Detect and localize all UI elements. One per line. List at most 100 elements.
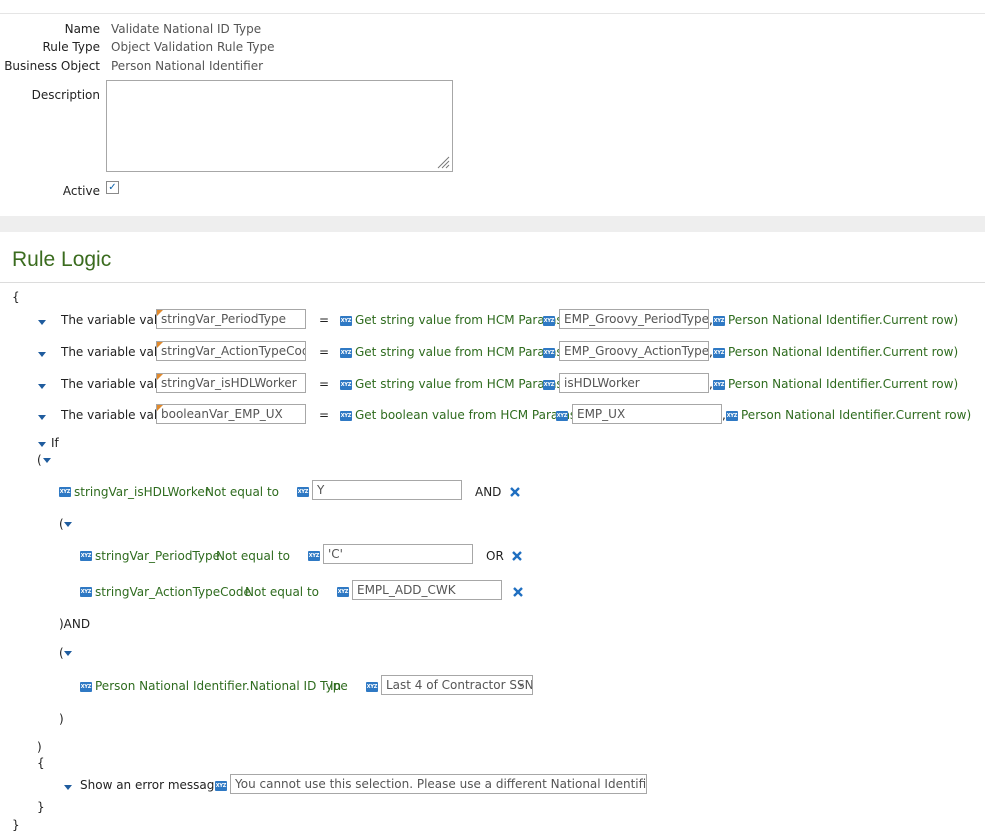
- condition-operator[interactable]: Not equal to: [216, 549, 290, 563]
- xyz-expression-icon[interactable]: XYZ: [337, 587, 349, 597]
- xyz-expression-icon[interactable]: XYZ: [543, 348, 555, 358]
- xyz-expression-icon[interactable]: XYZ: [713, 316, 725, 326]
- if-label: If: [51, 436, 59, 450]
- xyz-expression-icon[interactable]: XYZ: [215, 781, 227, 791]
- rule-logic-title: Rule Logic: [12, 248, 112, 271]
- function-text: Get boolean value from HCM Params(: [355, 408, 581, 422]
- chevron-down-icon[interactable]: [43, 458, 51, 463]
- xyz-expression-icon[interactable]: XYZ: [713, 348, 725, 358]
- chevron-down-icon[interactable]: [38, 384, 46, 389]
- assignment-label: The variable value: [61, 313, 173, 327]
- group-close-paren: ): [59, 712, 64, 726]
- xyz-expression-icon[interactable]: XYZ: [80, 682, 92, 692]
- group-close-and[interactable]: )AND: [59, 617, 91, 631]
- xyz-expression-icon[interactable]: XYZ: [543, 380, 555, 390]
- xyz-expression-icon[interactable]: XYZ: [556, 411, 568, 421]
- active-label: Active: [62, 184, 100, 198]
- delete-x-icon[interactable]: [512, 586, 524, 598]
- comma: ,: [709, 377, 713, 391]
- xyz-expression-icon[interactable]: XYZ: [713, 380, 725, 390]
- resize-grip-icon[interactable]: [436, 155, 450, 169]
- condition-value-input[interactable]: Y: [312, 480, 462, 500]
- group-open-paren: (: [59, 517, 64, 531]
- function-text: Get string value from HCM Params(: [355, 345, 568, 359]
- check-icon: ✓: [108, 182, 117, 193]
- param-input[interactable]: EMP_Groovy_PeriodType: [559, 309, 709, 329]
- chevron-down-icon[interactable]: [64, 651, 72, 656]
- rule-logic-divider: [0, 282, 985, 283]
- condition-field[interactable]: stringVar_ActionTypeCode: [95, 585, 251, 599]
- chevron-down-icon[interactable]: [38, 415, 46, 420]
- xyz-expression-icon[interactable]: XYZ: [366, 682, 378, 692]
- assignment-label: The variable value: [61, 377, 173, 391]
- join-operator[interactable]: OR: [486, 549, 504, 563]
- group-open-paren: (: [59, 646, 64, 660]
- select-value: Last 4 of Contractor SSN: [386, 678, 533, 692]
- then-close-brace: }: [37, 800, 45, 814]
- param-input[interactable]: EMP_UX: [572, 404, 722, 424]
- comma: ,: [722, 408, 726, 422]
- function-text: Get string value from HCM Params(: [355, 313, 568, 327]
- equals-sign: =: [319, 345, 330, 359]
- delete-x-icon[interactable]: [511, 550, 523, 562]
- variable-input[interactable]: stringVar_ActionTypeCode: [156, 341, 306, 361]
- rule-type-value: Object Validation Rule Type: [111, 40, 275, 54]
- top-divider: [0, 13, 985, 14]
- context-text: Person National Identifier.Current row): [728, 313, 959, 327]
- assignment-label: The variable value: [61, 408, 173, 422]
- variable-input[interactable]: stringVar_isHDLWorker: [156, 373, 306, 393]
- xyz-expression-icon[interactable]: XYZ: [297, 487, 309, 497]
- chevron-down-icon[interactable]: [64, 785, 72, 790]
- chevron-down-icon[interactable]: [38, 352, 46, 357]
- xyz-expression-icon[interactable]: XYZ: [59, 487, 71, 497]
- comma: ,: [709, 345, 713, 359]
- chevron-down-icon[interactable]: [38, 442, 46, 447]
- rule-type-label: Rule Type: [42, 40, 101, 54]
- condition-value-input[interactable]: 'C': [323, 544, 473, 564]
- final-close-brace: }: [12, 818, 20, 832]
- xyz-expression-icon[interactable]: XYZ: [726, 411, 738, 421]
- xyz-expression-icon[interactable]: XYZ: [340, 316, 352, 326]
- param-input[interactable]: EMP_Groovy_ActionTypeC: [559, 341, 709, 361]
- description-textarea[interactable]: [106, 80, 453, 172]
- name-label: Name: [64, 22, 100, 36]
- xyz-expression-icon[interactable]: XYZ: [80, 551, 92, 561]
- error-message-input[interactable]: You cannot use this selection. Please us…: [230, 774, 647, 794]
- xyz-expression-icon[interactable]: XYZ: [543, 316, 555, 326]
- condition-value-input[interactable]: EMPL_ADD_CWK: [352, 580, 502, 600]
- section-separator: [0, 216, 985, 232]
- condition-field[interactable]: stringVar_isHDLWorker: [74, 485, 210, 499]
- equals-sign: =: [319, 313, 330, 327]
- chevron-down-icon[interactable]: [64, 522, 72, 527]
- action-label[interactable]: Show an error message: [80, 778, 222, 792]
- national-id-type-select[interactable]: Last 4 of Contractor SSN: [381, 675, 533, 695]
- xyz-expression-icon[interactable]: XYZ: [308, 551, 320, 561]
- condition-operator[interactable]: Not equal to: [245, 585, 319, 599]
- open-brace: {: [12, 290, 20, 304]
- description-label: Description: [31, 88, 100, 102]
- if-close-paren: ): [37, 740, 42, 754]
- equals-sign: =: [319, 408, 330, 422]
- condition-operator[interactable]: In: [330, 679, 342, 693]
- business-object-value: Person National Identifier: [111, 59, 264, 73]
- condition-field[interactable]: stringVar_PeriodType: [95, 549, 220, 563]
- context-text: Person National Identifier.Current row): [728, 345, 959, 359]
- condition-operator[interactable]: Not equal to: [205, 485, 279, 499]
- xyz-expression-icon[interactable]: XYZ: [340, 348, 352, 358]
- xyz-expression-icon[interactable]: XYZ: [340, 380, 352, 390]
- xyz-expression-icon[interactable]: XYZ: [340, 411, 352, 421]
- active-checkbox[interactable]: ✓: [106, 181, 119, 194]
- equals-sign: =: [319, 377, 330, 391]
- variable-input[interactable]: booleanVar_EMP_UX: [156, 404, 306, 424]
- xyz-expression-icon[interactable]: XYZ: [80, 587, 92, 597]
- open-paren: (: [37, 453, 42, 467]
- chevron-down-icon[interactable]: [38, 320, 46, 325]
- comma: ,: [709, 313, 713, 327]
- join-operator[interactable]: AND: [475, 485, 502, 499]
- delete-x-icon[interactable]: [509, 486, 521, 498]
- condition-field[interactable]: Person National Identifier.National ID T…: [95, 679, 348, 693]
- business-object-label: Business Object: [4, 59, 100, 73]
- function-text: Get string value from HCM Params(: [355, 377, 568, 391]
- variable-input[interactable]: stringVar_PeriodType: [156, 309, 306, 329]
- param-input[interactable]: isHDLWorker: [559, 373, 709, 393]
